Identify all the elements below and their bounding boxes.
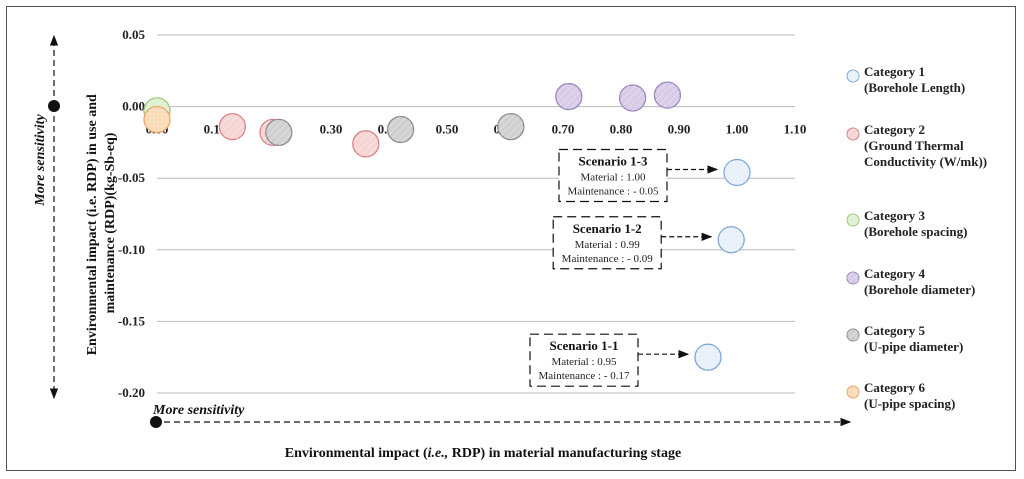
legend-item: Category 3(Borehole spacing) [846,208,967,239]
x-tick-label: 0.70 [552,122,575,137]
legend-label: Category 6 [864,380,926,395]
y-tick-label: 0.05 [122,27,145,42]
gridlines [157,34,795,394]
annotation-box [529,333,639,387]
y-sensitivity-label: More sensitivity [33,114,48,207]
annotation-maintenance: Maintenance : - 0.09 [562,253,654,265]
x-tick-label: 1.10 [784,122,807,137]
annotation-title: Scenario 1-3 [579,153,648,168]
data-point [555,82,583,111]
legend-item: Category 6(U-pipe spacing) [846,380,955,411]
figure-frame [6,6,1016,471]
x-sensitivity-arrow [150,416,852,428]
y-tick-label: -0.20 [118,385,145,400]
x-axis-title: Environmental impact (i.e., RDP) in mate… [285,446,681,461]
x-axis-title-part2: RDP) in material manufacturing stage [448,446,681,461]
data-point [143,105,171,134]
x-sensitivity-label: More sensitivity [152,403,245,418]
legend-label: Category 1 [864,64,925,79]
annotation-maintenance: Maintenance : - 0.05 [567,185,659,197]
data-point [352,130,380,158]
y-axis-title-line1: Environmental impact (i.e. RDP) in use a… [85,94,100,355]
x-axis-title-part1: Environmental impact ( [285,446,428,461]
annotation-box [558,148,668,203]
y-tick-label: 0.00 [122,99,145,114]
legend-label: (Ground Thermal [864,138,964,153]
annotation-material: Material : 0.95 [551,356,617,368]
legend-item: Category 4(Borehole diameter) [846,266,975,297]
x-tick-label: 0.50 [436,122,459,137]
data-points [143,81,751,371]
x-tick-label: 0.80 [610,122,633,137]
data-point [618,84,647,112]
y-tick-label: -0.05 [118,170,146,185]
data-point [497,112,525,141]
annotation-material: Material : 1.00 [580,171,646,183]
legend-label: (U-pipe spacing) [864,396,955,411]
y-axis-title-line2: maintenance (RDP)(kg-Sb-eq) [103,132,118,313]
y-axis-ticks: 0.05 0.00 -0.05 -0.10 -0.15 -0.20 [118,27,146,400]
legend-label: Conductivity (W/mk)) [864,154,987,169]
annotation-title: Scenario 1-1 [550,338,619,353]
annotation-maintenance: Maintenance : - 0.17 [538,370,630,382]
x-axis-title-ie: i.e., [428,446,449,461]
data-point [723,158,751,187]
data-point [653,81,682,109]
annotation-box [552,216,662,270]
x-tick-label: 0.30 [320,122,343,137]
legend-label: (U-pipe diameter) [864,339,963,354]
data-point [717,226,745,254]
annotation-material: Material : 0.99 [575,239,641,251]
legend-label: (Borehole spacing) [864,224,967,239]
legend-item: Category 5(U-pipe diameter) [846,323,963,354]
legend-label: Category 4 [864,266,926,281]
legend-item: Category 1(Borehole Length) [846,64,965,95]
y-tick-label: -0.15 [118,313,146,328]
data-point [218,112,247,141]
annotation-title: Scenario 1-2 [573,221,642,236]
legend-label: Category 5 [864,323,926,338]
legend: Category 1(Borehole Length) Category 2(Gr… [846,64,987,411]
legend-label: Category 3 [864,208,926,223]
x-tick-label: 1.00 [726,122,749,137]
y-axis-title: Environmental impact (i.e. RDP) in use a… [85,91,118,356]
x-tick-label: 0.90 [668,122,691,137]
legend-label: (Borehole Length) [864,80,965,95]
data-point [265,118,293,147]
data-point [694,343,722,371]
legend-label: (Borehole diameter) [864,282,975,297]
data-point [386,115,415,144]
y-sensitivity-arrow [48,34,60,400]
legend-label: Category 2 [864,122,925,137]
y-tick-label: -0.10 [118,242,145,257]
